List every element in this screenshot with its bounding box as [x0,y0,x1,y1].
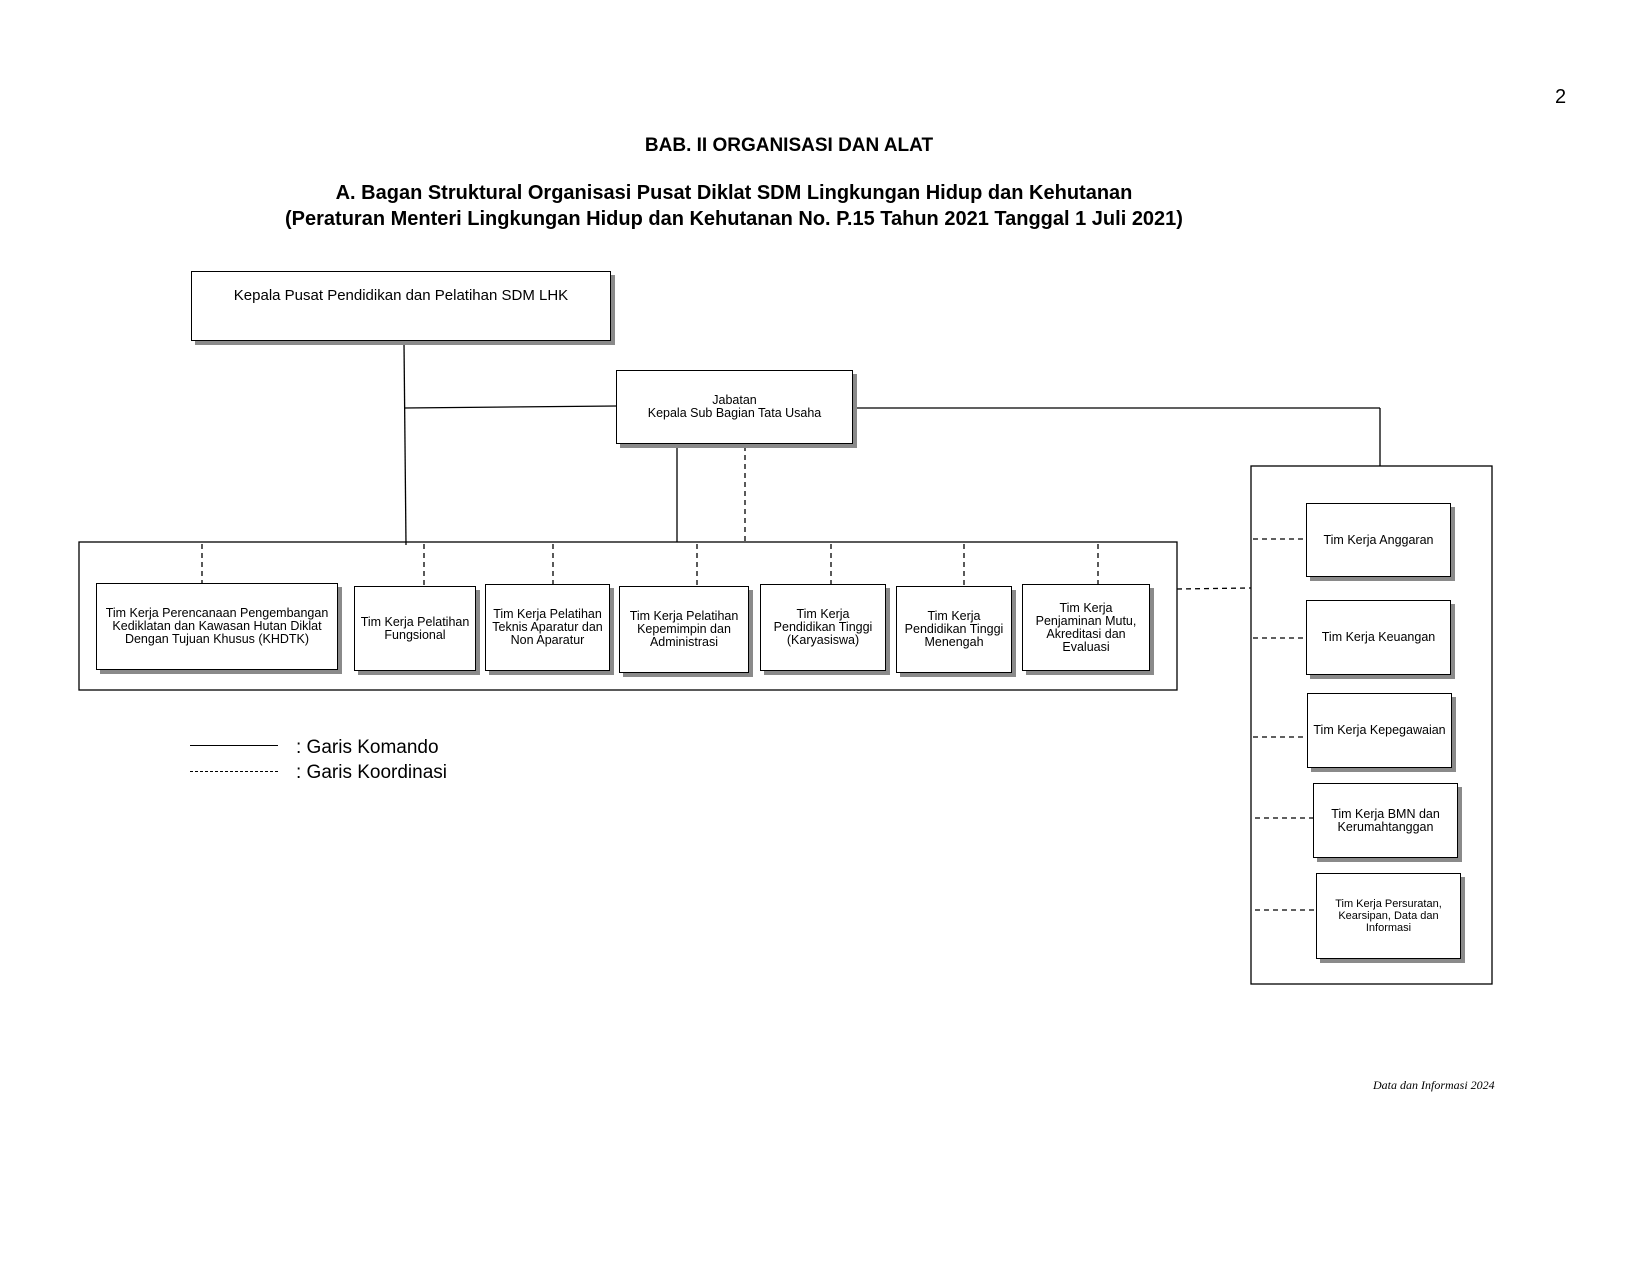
team-box: Tim Kerja Pendidikan Tinggi Menengah [896,586,1012,673]
footer-text: Data dan Informasi 2024 [1373,1078,1495,1092]
admin-team-label: Tim Kerja Persuratan, Kearsipan, Data da… [1335,898,1442,934]
team-label: Tim Kerja Pendidikan Tinggi Menengah [904,609,1004,649]
legend-command-label: : Garis Komando [296,737,439,758]
team-label: Tim Kerja Pelatihan Fungsional [360,614,470,642]
admin-team-box: Tim Kerja Kepegawaian [1307,693,1452,768]
team-label: Tim Kerja Perencanaan Pengembangan Kedik… [105,606,329,646]
team-box: Tim Kerja Pendidikan Tinggi (Karyasiswa) [760,584,886,671]
admin-team-box: Tim Kerja Anggaran [1306,503,1451,577]
team-box: Tim Kerja Pelatihan Teknis Aparatur dan … [485,584,610,671]
head-box: Kepala Pusat Pendidikan dan Pelatihan SD… [191,271,611,341]
team-label: Tim Kerja Pendidikan Tinggi (Karyasiswa) [773,607,873,647]
admin-team-label: Tim Kerja Keuangan [1321,630,1436,644]
team-label: Tim Kerja Pelatihan Teknis Aparatur dan … [492,607,603,647]
legend-solid-line [190,745,278,746]
admin-team-box: Tim Kerja Keuangan [1306,600,1451,675]
legend-dashed-line [190,771,278,772]
team-box: Tim Kerja Pelatihan Fungsional [354,586,476,671]
admin-team-label: Tim Kerja Kepegawaian [1313,723,1446,737]
team-box: Tim Kerja Pelatihan Kepemimpin dan Admin… [619,586,749,673]
legend-coordination-label: : Garis Koordinasi [296,762,448,783]
admin-box: Jabatan Kepala Sub Bagian Tata Usaha [616,370,853,444]
chart-subtitle-line1: A. Bagan Struktural Organisasi Pusat Dik… [335,182,1133,204]
team-box: Tim Kerja Perencanaan Pengembangan Kedik… [96,583,338,670]
team-label: Tim Kerja Penjaminan Mutu, Akreditasi da… [1035,600,1137,654]
page-number: 2 [1555,86,1567,108]
team-label: Tim Kerja Pelatihan Kepemimpin dan Admin… [629,609,739,649]
admin-team-box: Tim Kerja Persuratan, Kearsipan, Data da… [1316,873,1461,959]
admin-team-box: Tim Kerja BMN dan Kerumahtanggan [1313,783,1458,858]
admin-team-label: Tim Kerja BMN dan Kerumahtanggan [1331,806,1440,834]
admin-label-line2: Kepala Sub Bagian Tata Usaha [647,406,822,420]
head-label: Kepala Pusat Pendidikan dan Pelatihan SD… [233,287,569,304]
admin-label-line1: Jabatan [712,393,757,407]
admin-team-label: Tim Kerja Anggaran [1323,532,1434,547]
chart-subtitle-line2: (Peraturan Menteri Lingkungan Hidup dan … [285,208,1183,230]
team-box: Tim Kerja Penjaminan Mutu, Akreditasi da… [1022,584,1150,671]
chapter-title: BAB. II ORGANISASI DAN ALAT [644,135,934,156]
